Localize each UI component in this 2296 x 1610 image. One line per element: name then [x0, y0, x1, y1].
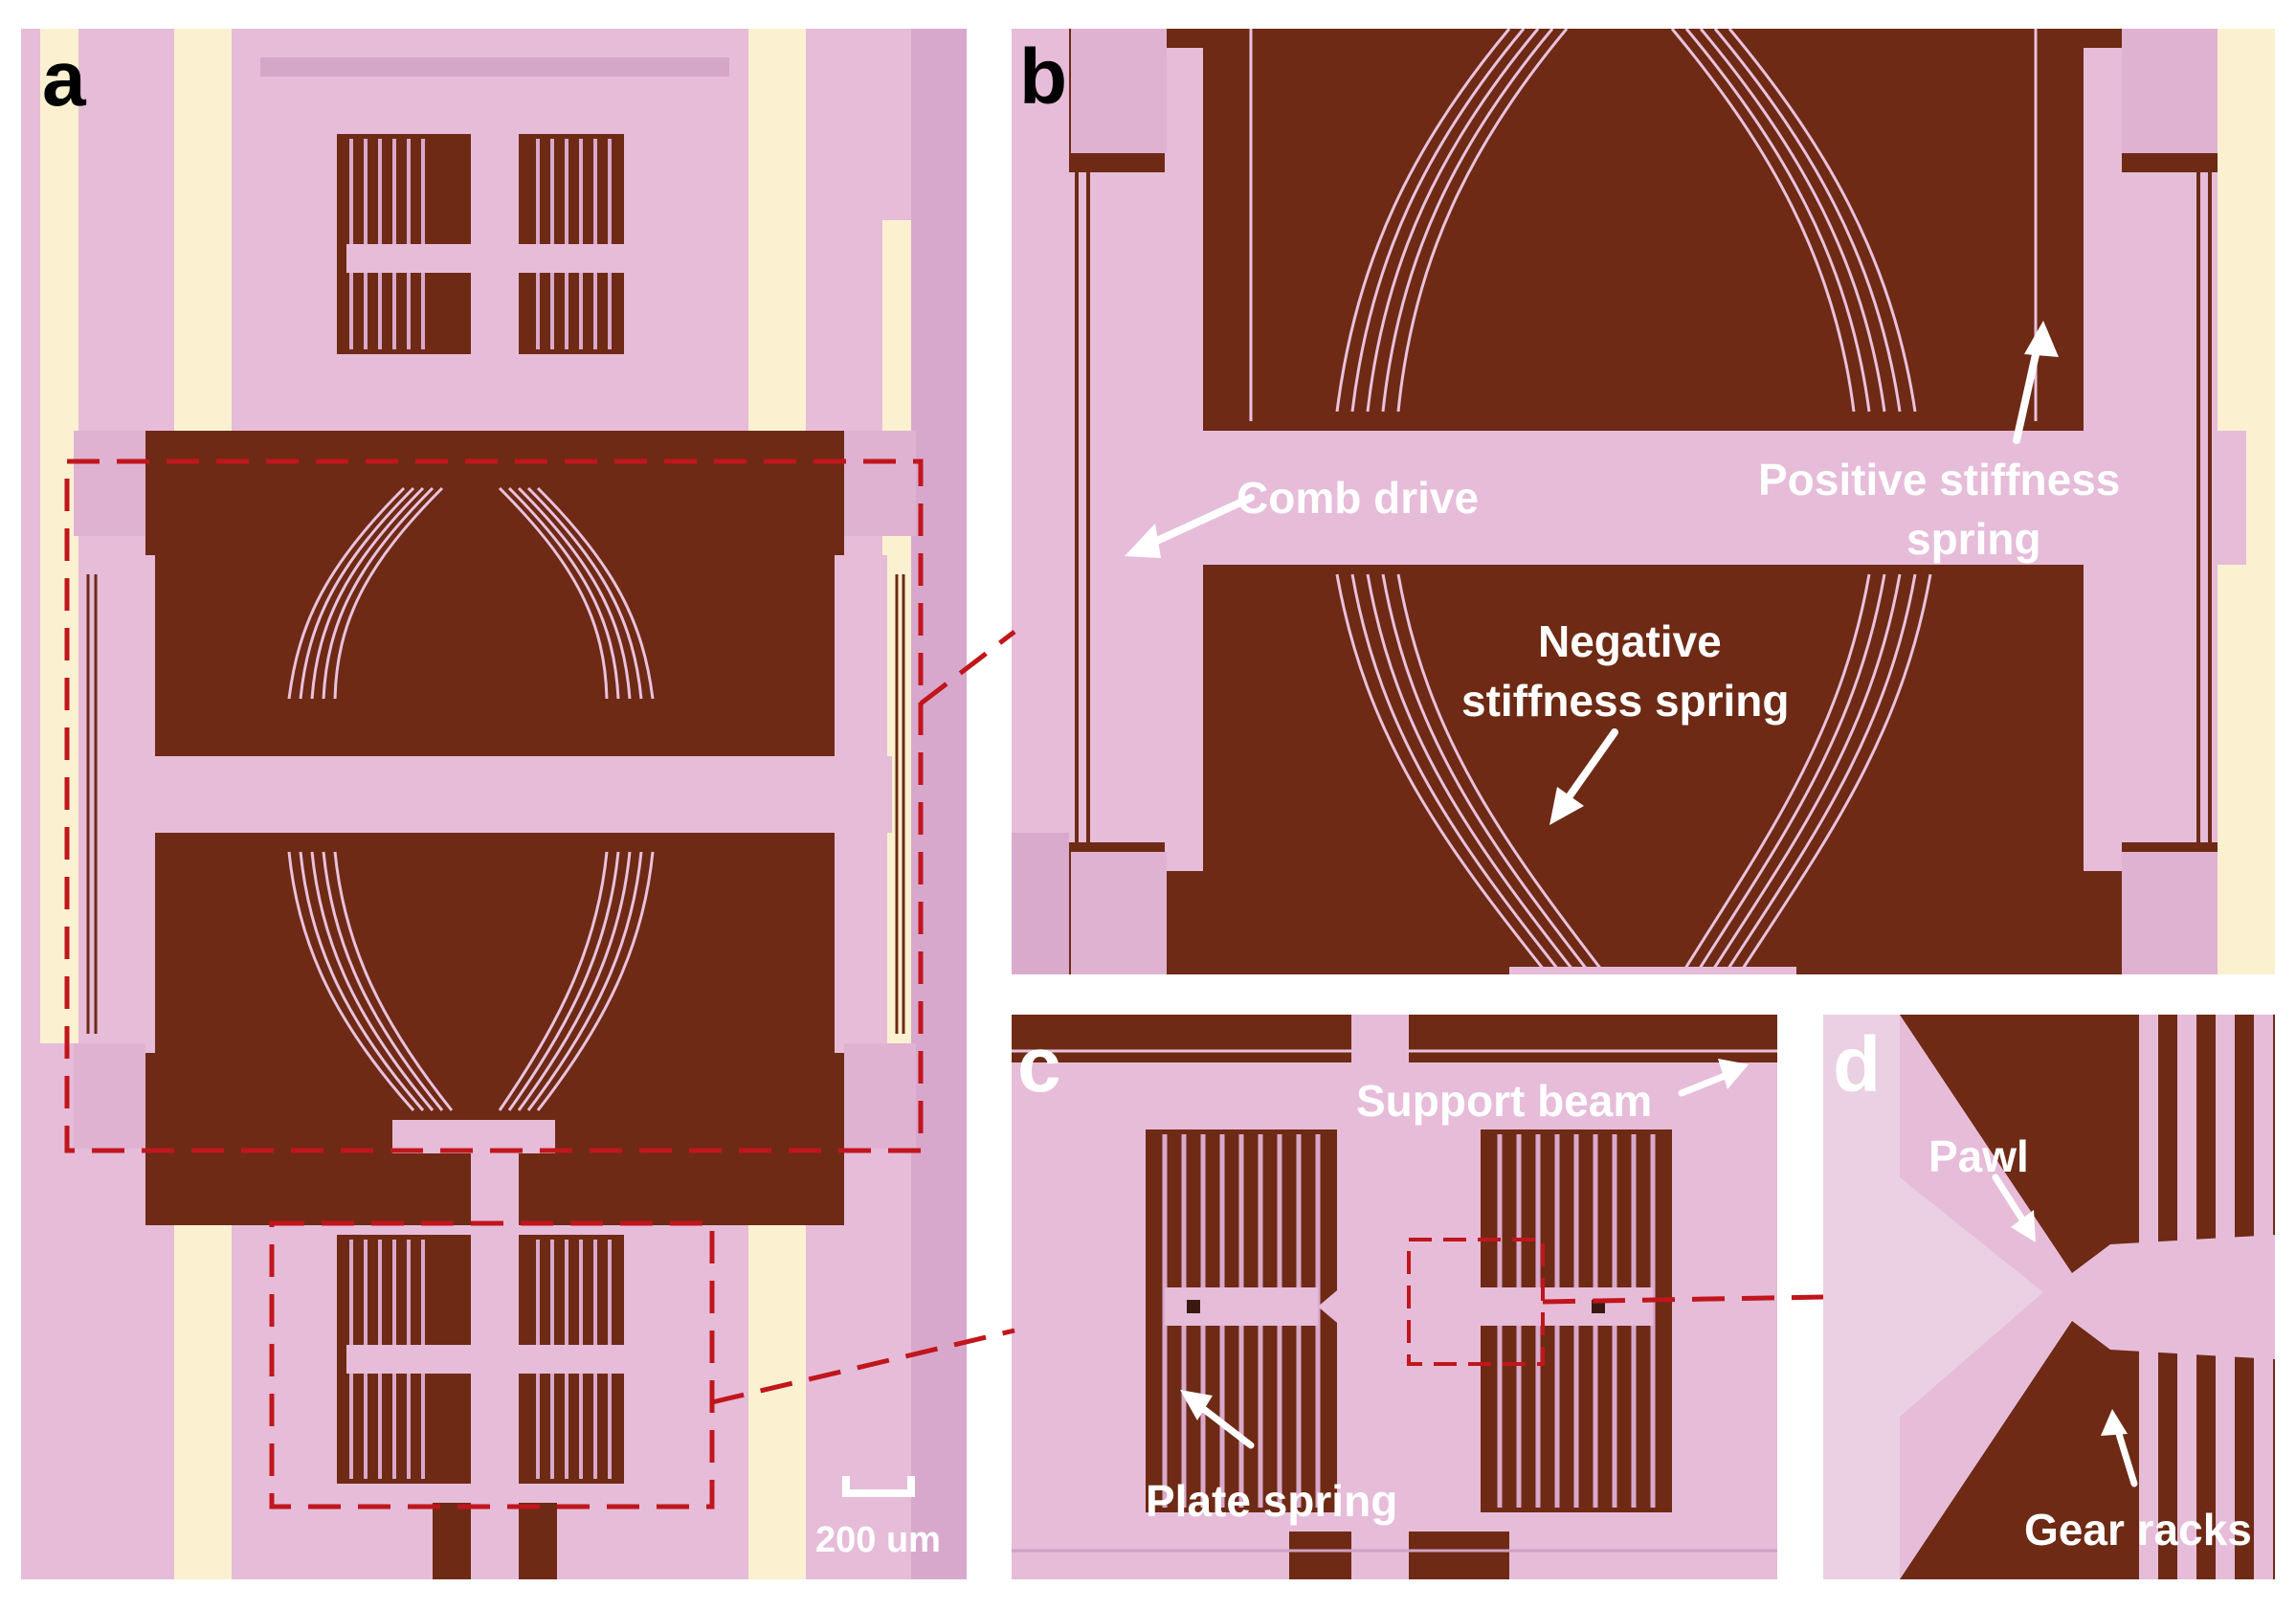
callout-box-d: [1407, 1238, 1545, 1366]
panel-c-label: c: [1017, 1021, 1061, 1108]
positive-spring-label-1: Positive stiffness: [1758, 455, 2121, 504]
panel-a-label: a: [42, 35, 86, 123]
panel-c: c Support beam Plate spring: [1012, 1015, 1777, 1579]
gear-racks-label: Gear racks: [2024, 1505, 2252, 1554]
panel-a: a 200 um: [21, 29, 967, 1579]
callout-box-b: [64, 458, 924, 1153]
callout-box-c: [269, 1220, 715, 1509]
panel-a-micrograph: [21, 29, 967, 1579]
pawl-label: Pawl: [1928, 1131, 2029, 1181]
support-beam-label: Support beam: [1356, 1076, 1653, 1126]
positive-spring-label-2: spring: [1906, 514, 2041, 564]
scale-bar: [842, 1476, 915, 1497]
negative-spring-label-2: stiffness spring: [1461, 676, 1790, 726]
panel-b-micrograph: [1012, 29, 2275, 974]
panel-b-label: b: [1019, 34, 1068, 121]
comb-drive-label: Comb drive: [1237, 473, 1480, 523]
scale-bar-label: 200 um: [815, 1520, 941, 1560]
panel-d-label: d: [1833, 1021, 1882, 1108]
plate-spring-label: Plate spring: [1146, 1476, 1398, 1526]
negative-spring-label-1: Negative: [1538, 616, 1722, 666]
panel-b: b Comb drive Positive stiffness spring N…: [1012, 29, 2275, 974]
panel-d: d Pawl Gear racks: [1823, 1015, 2275, 1579]
panel-d-micrograph: [1823, 1015, 2275, 1579]
